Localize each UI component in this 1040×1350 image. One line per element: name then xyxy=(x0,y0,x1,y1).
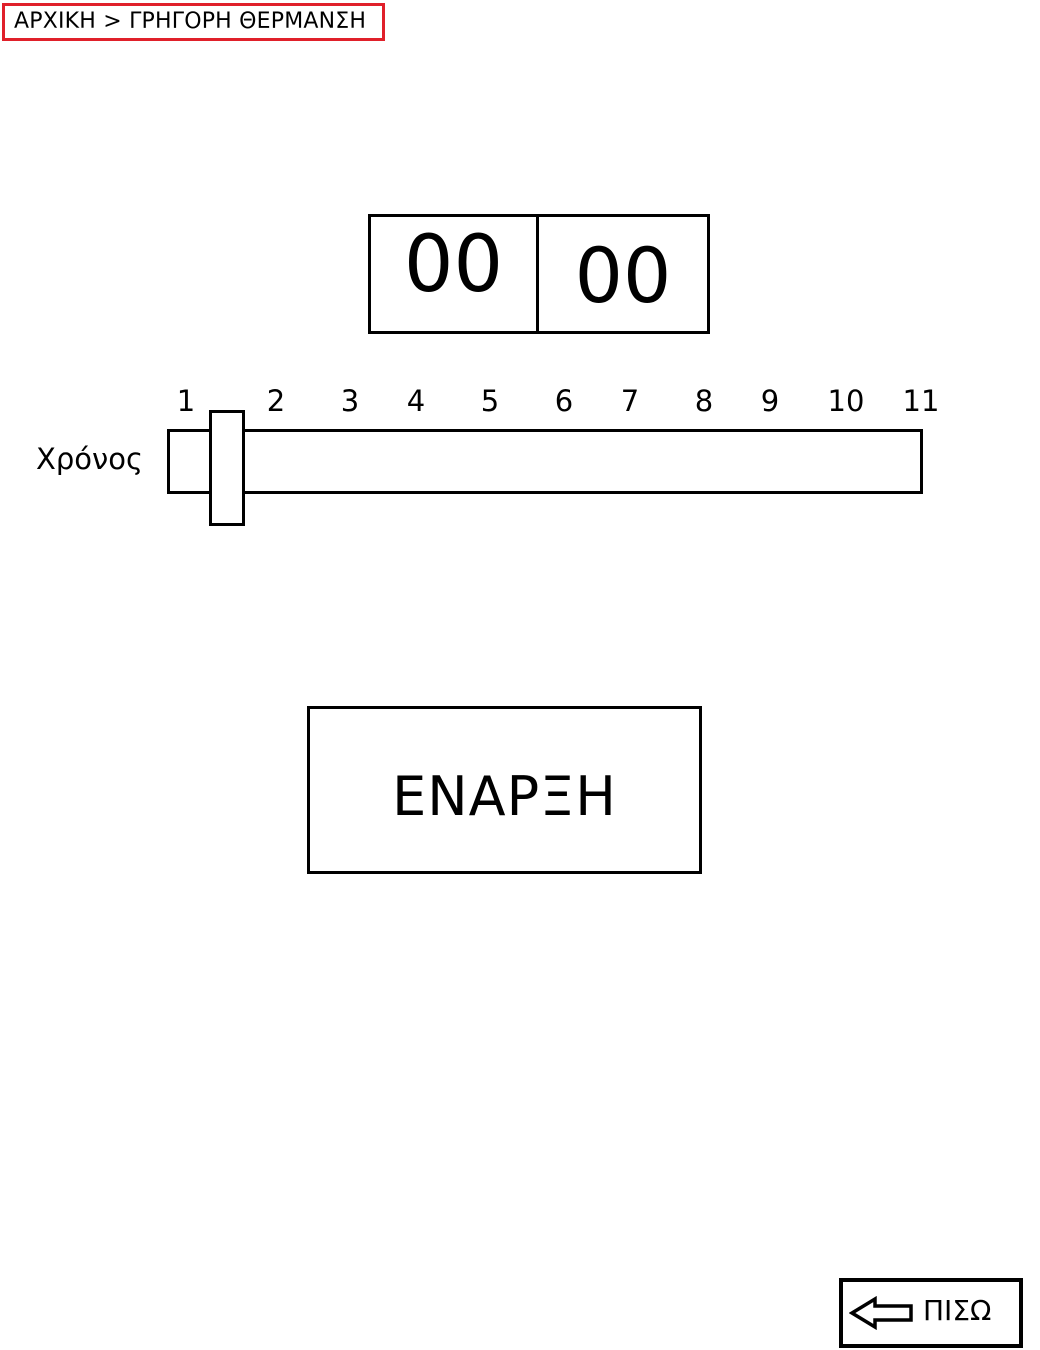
time-slider-track[interactable] xyxy=(167,429,923,494)
timer-seconds: 00 xyxy=(574,230,672,320)
slider-tick: 8 xyxy=(694,384,714,418)
arrow-left-outline-icon xyxy=(849,1296,913,1330)
slider-tick: 7 xyxy=(620,384,640,418)
slider-tick: 11 xyxy=(902,384,940,418)
slider-tick: 9 xyxy=(760,384,780,418)
timer-display: 00 00 xyxy=(368,214,710,334)
slider-label: Χρόνος xyxy=(36,442,143,476)
slider-tick: 6 xyxy=(554,384,574,418)
slider-tick: 5 xyxy=(480,384,500,418)
start-button[interactable]: ΕΝΑΡΞΗ xyxy=(307,706,702,874)
slider-tick: 3 xyxy=(340,384,360,418)
time-slider-thumb[interactable] xyxy=(209,410,245,526)
slider-tick: 2 xyxy=(266,384,286,418)
slider-tick-labels: 1 2 3 4 5 6 7 8 9 10 11 xyxy=(0,384,1040,424)
slider-tick: 4 xyxy=(406,384,426,418)
back-button[interactable]: ΠΙΣΩ xyxy=(839,1278,1023,1348)
back-button-label: ΠΙΣΩ xyxy=(923,1294,992,1327)
slider-tick: 10 xyxy=(827,384,865,418)
timer-minutes: 00 xyxy=(371,217,539,331)
breadcrumb[interactable]: ΑΡΧΙΚΗ > ΓΡΗΓΟΡΗ ΘΕΡΜΑΝΣΗ xyxy=(2,3,385,41)
slider-tick: 1 xyxy=(176,384,196,418)
